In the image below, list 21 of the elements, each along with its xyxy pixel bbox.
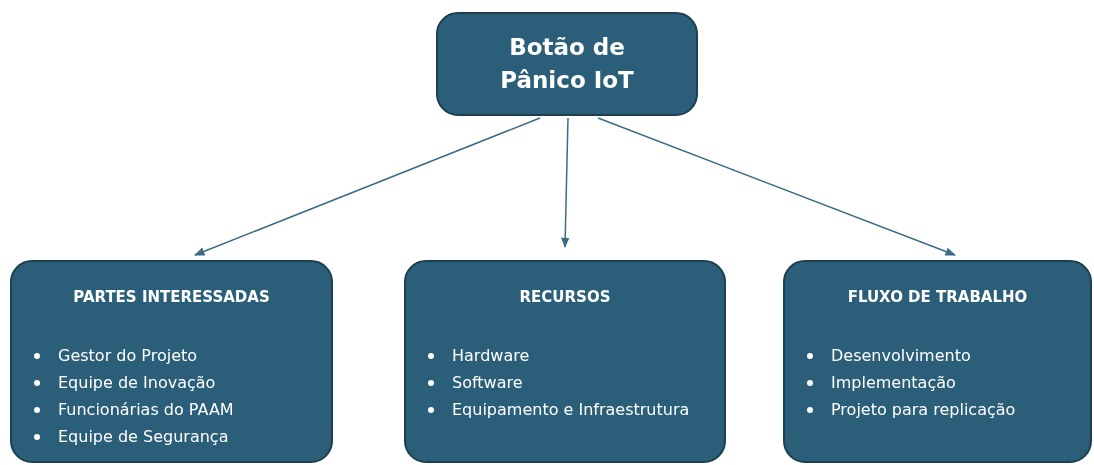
list-item: Gestor do Projeto <box>58 346 198 365</box>
arrow <box>597 117 956 256</box>
category-box <box>783 260 1092 463</box>
list-item: Equipe de Inovação <box>58 373 216 392</box>
list-item: Implementação <box>831 373 956 392</box>
list-item: Desenvolvimento <box>831 346 971 365</box>
list-item: Software <box>452 373 523 392</box>
title-box <box>436 12 698 116</box>
list-item: Projeto para replicação <box>831 400 1016 419</box>
category-box <box>10 260 333 463</box>
list-item: Hardware <box>452 346 530 365</box>
category-box <box>404 260 726 463</box>
box-heading: PARTES INTERESSADAS <box>72 288 271 306</box>
list-item: Funcionárias do PAAM <box>58 400 234 419</box>
arrow <box>194 117 541 256</box>
list-item: Equipe de Segurança <box>58 427 229 446</box>
arrow <box>561 117 570 249</box>
box-heading: FLUXO DE TRABALHO <box>846 288 1029 306</box>
list-item: Equipamento e Infraestrutura <box>452 400 690 419</box>
box-heading: RECURSOS <box>518 288 612 306</box>
box-title: Botão de Pânico IoT <box>499 32 635 95</box>
